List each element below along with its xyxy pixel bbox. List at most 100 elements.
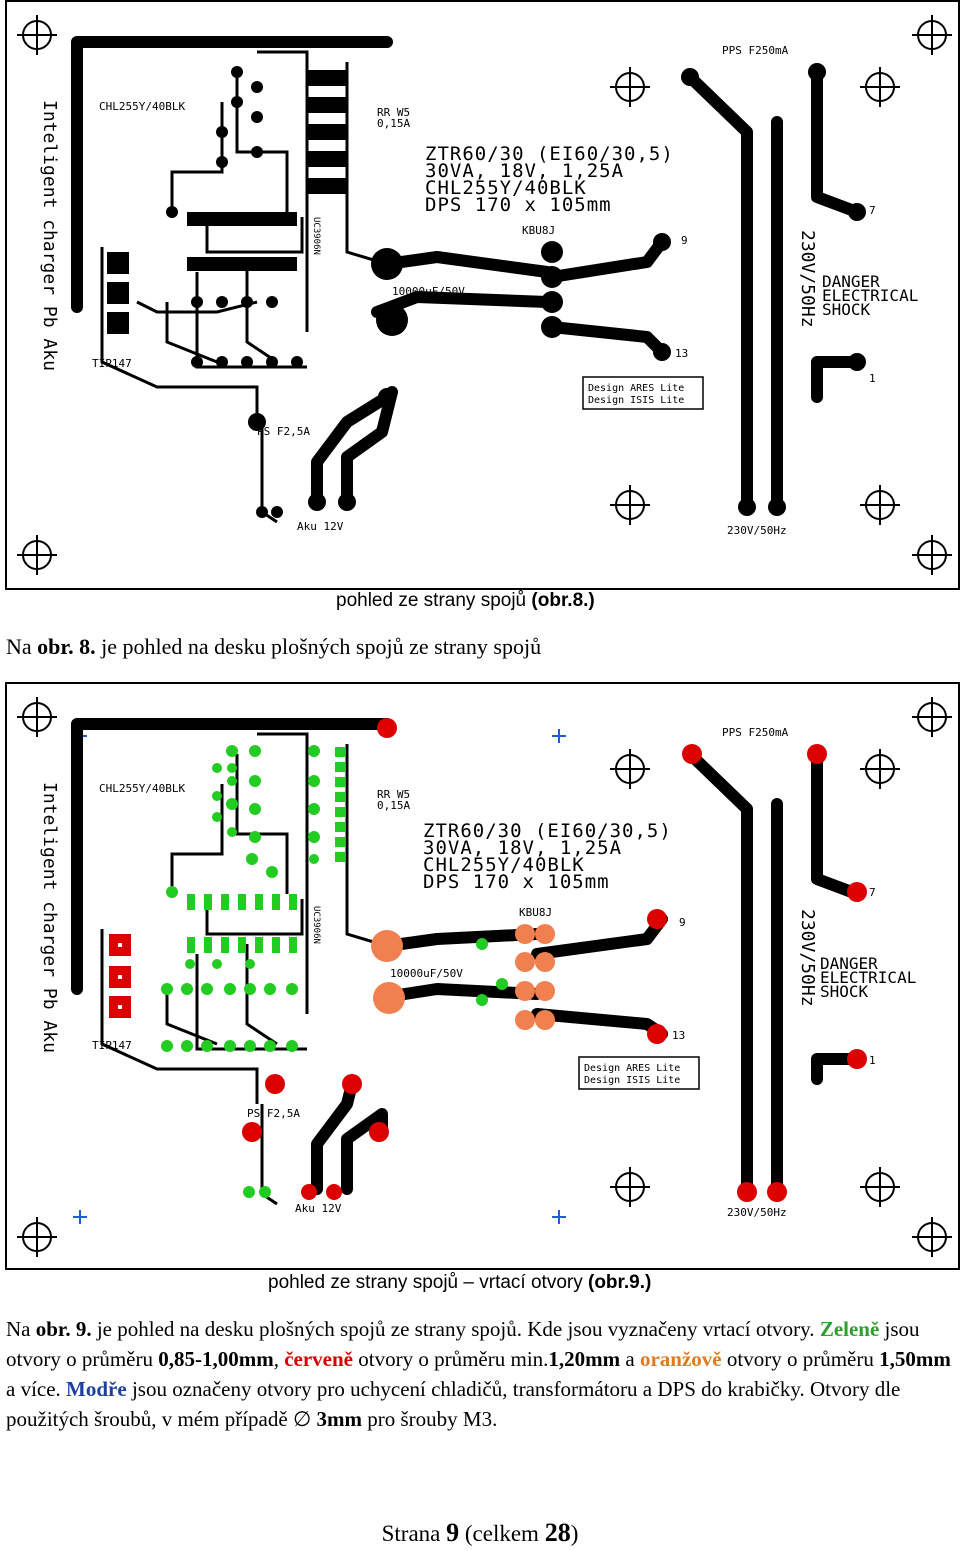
para-text: je pohled na desku plošných spojů ze str… (91, 1317, 820, 1341)
label-ztr-2: 30VA, 18V, 1,25A (425, 160, 624, 182)
power-tracks (71, 718, 863, 1195)
label-design-1: Design ARES Lite (584, 1063, 680, 1074)
label-kbu: KBU8J (519, 906, 552, 919)
label-pin1: 1 (869, 1054, 876, 1067)
footer-total-label: (celkem (459, 1521, 545, 1546)
caption-ref: (obr.9.) (588, 1272, 652, 1293)
screw-size: 3mm (316, 1407, 362, 1431)
para-text: a (620, 1347, 640, 1371)
crosshair-icon (912, 1217, 952, 1257)
label-tip: TIP147 (92, 1039, 132, 1052)
orange-hole-icon (535, 924, 555, 944)
label-rr: RR W5 (377, 788, 410, 801)
label-mains-bottom: 230V/50Hz (727, 1206, 787, 1219)
label-ps: PS F2,5A (247, 1107, 300, 1120)
label-ic: UC3906N (311, 217, 321, 255)
crosshair-icon (610, 1167, 650, 1207)
blue-mark-icon (552, 729, 566, 743)
label-mains-vertical: 230V/50Hz (797, 230, 818, 328)
red-holes (109, 718, 867, 1202)
figure-9-caption: pohled ze strany spojů – vrtací otvory (… (268, 1272, 651, 1294)
figure-ref: obr. 9. (35, 1317, 92, 1341)
para-text: je pohled na desku plošných spojů ze str… (95, 634, 542, 659)
label-design-2: Design ISIS Lite (584, 1075, 680, 1086)
orange-hole-icon (535, 981, 555, 1001)
crosshair-icon (17, 1217, 57, 1257)
label-ztr-4: DPS 170 x 105mm (425, 194, 612, 216)
label-title-vertical: Inteligent charger Pb Aku (39, 782, 60, 1053)
figure-8-caption: pohled ze strany spojů (obr.8.) (336, 590, 595, 612)
figure-ref: obr. 8. (37, 634, 96, 659)
label-design-1: Design ARES Lite (588, 383, 684, 394)
label-pps: PPS F250mA (722, 44, 789, 57)
para-text: jsou označeny otvory pro uchycení chladi… (6, 1377, 901, 1431)
label-pin7: 7 (869, 204, 876, 217)
caption-text: pohled ze strany spojů – vrtací otvory (268, 1272, 588, 1293)
crosshair-icon (860, 1167, 900, 1207)
page-footer: Strana 9 (celkem 28) (0, 1518, 960, 1548)
footer-close: ) (570, 1521, 579, 1546)
mounting-marks (17, 15, 952, 575)
label-rr-val: 0,15A (377, 799, 410, 812)
caption-text: pohled ze strany spojů (336, 590, 532, 611)
label-kbu: KBU8J (522, 224, 555, 237)
label-ic: UC3906N (311, 906, 321, 944)
blue-word: Modře (66, 1377, 127, 1401)
label-rr-val: 0,15A (377, 117, 410, 130)
crosshair-icon (912, 697, 952, 737)
pcb-layout-drill-holes: CHL255Y/40BLK RR W5 0,15A KBU8J 10000uF/… (17, 697, 952, 1257)
label-ztr-4: DPS 170 x 105mm (423, 871, 610, 893)
para-text: pro šrouby M3. (361, 1407, 498, 1431)
label-ps: PS F2,5A (257, 425, 310, 438)
green-word: Zeleně (819, 1317, 880, 1341)
orange-hole-icon (535, 1010, 555, 1030)
label-danger-3: SHOCK (822, 300, 871, 319)
orange-hole-icon (373, 982, 405, 1014)
orange-hole-icon (515, 1010, 535, 1030)
orange-size: 1,50mm (879, 1347, 951, 1371)
label-danger-2: ELECTRICAL (820, 968, 916, 987)
label-pin13: 13 (672, 1029, 685, 1042)
crosshair-icon (610, 485, 650, 525)
orange-hole-icon (515, 924, 535, 944)
para-text: , (273, 1347, 285, 1371)
crosshair-icon (17, 535, 57, 575)
design-box (578, 1056, 700, 1090)
crosshair-icon (860, 67, 900, 107)
label-cap: 10000uF/50V (392, 285, 465, 298)
crosshair-icon (17, 15, 57, 55)
label-ztr-3: CHL255Y/40BLK (425, 177, 587, 199)
label-chl-top: CHL255Y/40BLK (99, 100, 185, 113)
label-title-vertical: Inteligent charger Pb Aku (39, 100, 60, 371)
crosshair-icon (860, 749, 900, 789)
mounting-marks (17, 697, 952, 1257)
signal-tracks (100, 50, 388, 524)
red-size: 1,20mm (548, 1347, 621, 1371)
crosshair-icon (17, 697, 57, 737)
label-mains-vertical: 230V/50Hz (797, 909, 818, 1007)
label-mains-bottom: 230V/50Hz (727, 524, 787, 537)
footer-total-number: 28 (544, 1518, 571, 1547)
label-pin7: 7 (869, 886, 876, 899)
caption-ref: (obr.8.) (531, 590, 595, 611)
label-pin13: 13 (675, 347, 688, 360)
blue-mark-icon (73, 1210, 87, 1224)
para-text: otvory o průměru min. (353, 1347, 549, 1371)
design-box (582, 376, 704, 410)
label-danger-1: DANGER (822, 272, 880, 291)
label-pin9: 9 (679, 916, 686, 929)
orange-hole-icon (371, 930, 403, 962)
pcb-figure-8: CHL255Y/40BLK RR W5 0,15A KBU8J 10000uF/… (5, 0, 960, 590)
pcb-layout-copper: CHL255Y/40BLK RR W5 0,15A KBU8J 10000uF/… (17, 15, 952, 575)
blue-mark-icon (552, 1210, 566, 1224)
orange-hole-icon (515, 981, 535, 1001)
label-chl-top: CHL255Y/40BLK (99, 782, 185, 795)
label-cap: 10000uF/50V (390, 967, 463, 980)
label-tip: TIP147 (92, 357, 132, 370)
para-text: otvory o průměru (721, 1347, 880, 1371)
green-holes (161, 745, 508, 1198)
label-aku: Aku 12V (297, 520, 344, 533)
power-tracks (71, 36, 863, 513)
para-text: jsou otvory o průměru (6, 1317, 920, 1371)
footer-page-number: 9 (446, 1518, 460, 1547)
